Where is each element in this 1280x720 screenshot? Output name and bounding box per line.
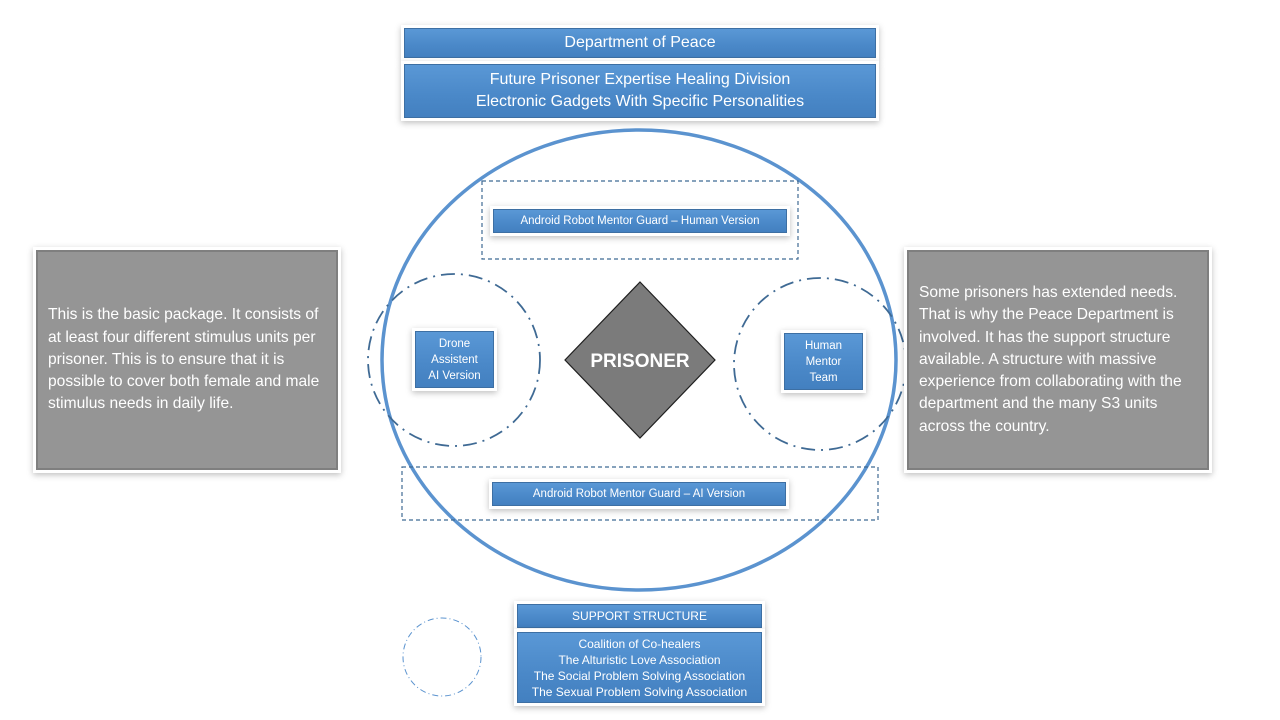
support-item: Coalition of Co-healers xyxy=(578,636,701,651)
node-android-human[interactable]: Android Robot Mentor Guard – Human Versi… xyxy=(493,209,787,233)
node-android-ai[interactable]: Android Robot Mentor Guard – AI Version xyxy=(492,482,786,506)
node-drone-line-3: AI Version xyxy=(428,369,481,382)
node-android-human-label: Android Robot Mentor Guard – Human Versi… xyxy=(520,215,760,227)
division-line-1: Future Prisoner Expertise Healing Divisi… xyxy=(489,71,791,88)
right-dashdot-circle xyxy=(733,277,907,451)
left-dashdot-circle xyxy=(367,273,541,447)
small-dashdot-circle xyxy=(402,617,482,697)
support-item: The Sexual Problem Solving Association xyxy=(531,684,748,699)
node-human-mentor-team[interactable]: Human Mentor Team xyxy=(784,333,863,390)
support-structure-title-text: SUPPORT STRUCTURE xyxy=(572,609,707,623)
support-item: The Alturistic Love Association xyxy=(558,652,721,667)
basic-package-note: This is the basic package. It consists o… xyxy=(36,250,338,470)
top-dashed-frame xyxy=(481,180,799,260)
division-box: Future Prisoner Expertise Healing Divisi… xyxy=(404,64,876,118)
department-title: Department of Peace xyxy=(404,28,876,58)
division-line-2: Electronic Gadgets With Specific Persona… xyxy=(475,93,805,110)
node-human-line-3: Team xyxy=(809,371,838,384)
prisoner-diamond xyxy=(564,281,716,439)
support-structure-title: SUPPORT STRUCTURE xyxy=(517,604,762,628)
node-human-line-2: Mentor xyxy=(805,355,842,368)
basic-package-text: This is the basic package. It consists o… xyxy=(48,306,320,413)
support-item: The Social Problem Solving Association xyxy=(533,668,746,683)
node-drone-assistent[interactable]: Drone Assistent AI Version xyxy=(415,331,494,388)
node-drone-line-1: Drone xyxy=(438,337,471,350)
support-structure-list: Coalition of Co-healers The Alturistic L… xyxy=(517,632,762,703)
prisoner-label: PRISONER xyxy=(590,351,690,372)
node-drone-line-2: Assistent xyxy=(431,353,478,366)
extended-needs-note: Some prisoners has extended needs. That … xyxy=(907,250,1209,470)
outer-ring xyxy=(380,128,898,592)
department-title-text: Department of Peace xyxy=(564,34,716,51)
extended-needs-text: Some prisoners has extended needs. That … xyxy=(919,283,1182,435)
node-android-ai-label: Android Robot Mentor Guard – AI Version xyxy=(532,488,746,500)
bottom-dashed-frame xyxy=(401,466,879,521)
node-human-line-1: Human xyxy=(804,339,843,352)
